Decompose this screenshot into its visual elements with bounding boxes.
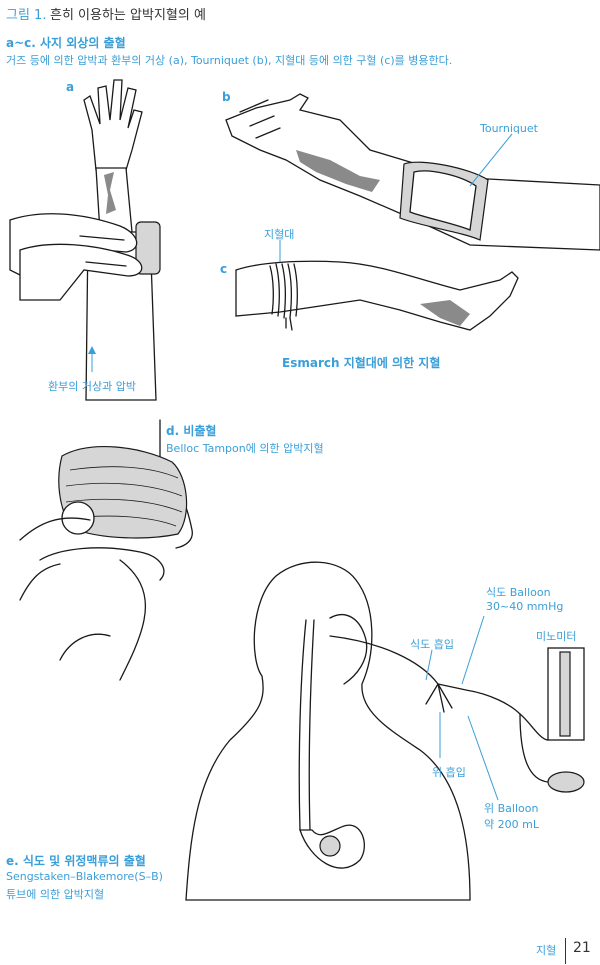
manometer-label: 미노미터 — [536, 630, 577, 643]
panel-c-letter: c — [220, 262, 228, 276]
panel-c-illustration — [235, 240, 519, 331]
section-e-description-line2: 튜브에 의한 압박지혈 — [6, 888, 105, 901]
section-d-title: d. 비출혈 — [166, 424, 217, 438]
figure-title: 흔히 이용하는 압박지혈의 예 — [50, 8, 206, 23]
figure-number: 그림 1. — [6, 8, 47, 23]
footer-section-label: 지혈 — [536, 944, 557, 957]
panel-a-caption: 환부의 거상과 압박 — [48, 380, 136, 393]
stomach-balloon-volume: 약 200 mL — [484, 818, 539, 831]
panel-e-illustration — [185, 561, 585, 901]
tourniquet-label: Tourniquet — [480, 122, 538, 135]
panel-a-illustration — [9, 79, 161, 401]
panel-d-illustration — [19, 419, 193, 681]
section-e-description-line1: Sengstaken–Blakemore(S–B) — [6, 870, 163, 883]
panel-b-letter: b — [222, 90, 231, 104]
section-d-description: Belloc Tampon에 의한 압박지혈 — [166, 442, 324, 455]
page-number: 21 — [573, 940, 591, 956]
tourniquet-band-label: 지혈대 — [264, 228, 295, 241]
footer-divider — [565, 938, 566, 964]
esophagus-balloon-pressure: 30~40 mmHg — [486, 600, 564, 613]
panel-c-caption: Esmarch 지혈대에 의한 지혈 — [282, 356, 441, 370]
esophagus-balloon-label: 식도 Balloon — [486, 586, 551, 599]
panel-b-illustration — [225, 93, 600, 251]
stomach-balloon-label: 위 Balloon — [484, 802, 539, 815]
esophagus-suction-label: 식도 흡입 — [410, 638, 454, 651]
section-ac-description: 거즈 등에 의한 압박과 환부의 거상 (a), Tourniquet (b),… — [6, 54, 453, 67]
stomach-suction-label: 위 흡입 — [432, 766, 466, 779]
section-ac-title: a~c. 사지 외상의 출혈 — [6, 36, 126, 50]
panel-a-letter: a — [66, 80, 75, 94]
section-e-title: e. 식도 및 위정맥류의 출혈 — [6, 854, 146, 868]
